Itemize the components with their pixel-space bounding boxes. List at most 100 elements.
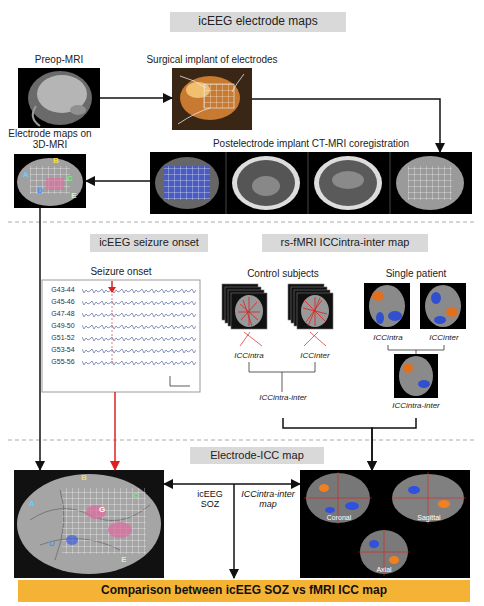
icc-brain-views — [345, 502, 359, 510]
icc-brain-views — [300, 470, 470, 578]
section-band: Electrode-ICC map — [190, 447, 324, 464]
node-text: B — [78, 474, 90, 483]
section-band: icEEG seizure onset — [90, 234, 208, 252]
control-fmri-stack — [235, 295, 263, 327]
node-text: G49-50 — [44, 322, 82, 330]
electrode-icc-overlay — [14, 470, 164, 578]
surgery-photo: Surgical implant of electrodes — [172, 68, 252, 130]
control-fmri: Control subjectsICCintraICCinterICCintra… — [218, 282, 348, 418]
coregistration-images — [164, 166, 210, 200]
icc-brain-views — [325, 507, 335, 513]
flow-arrow — [164, 483, 300, 485]
icc-brain-views — [438, 500, 450, 508]
node-text: ICCinter — [284, 352, 346, 361]
node-text: ICCintra — [360, 334, 416, 343]
eeg-trace — [112, 290, 113, 366]
node-text: A — [20, 171, 32, 180]
node-text: Single patient — [360, 268, 472, 279]
annotation-label: ICCintra-inter map — [238, 490, 298, 510]
patient-fmri-images — [403, 363, 413, 373]
coregistration-images — [150, 152, 472, 214]
node-text: G53-54 — [44, 346, 82, 354]
patient-fmri-images — [434, 316, 446, 324]
flow-arrow — [252, 99, 440, 152]
patient-fmri-images — [446, 307, 458, 317]
mri-image: Preop-MRI — [18, 68, 100, 128]
node-text: Preop-MRI — [13, 54, 105, 65]
node-text: ICCintra-inter — [238, 394, 328, 403]
eeg-trace — [82, 323, 196, 329]
control-fmri-stack — [222, 284, 333, 392]
eeg-trace — [111, 281, 113, 288]
eeg-trace — [42, 280, 200, 392]
node-text: Control subjects — [218, 268, 348, 279]
coregistration-images — [232, 156, 300, 210]
node-text: icEEG electrode maps — [170, 15, 346, 28]
eeg-trace: Seizure onsetG43-44G45-46G47-48G49-50G51… — [42, 280, 200, 392]
preop-mri-image — [28, 71, 92, 125]
node-text: Electrode maps on 3D-MRI — [8, 128, 92, 150]
node-text: ICCintra — [218, 352, 280, 361]
electrode-icc-map: B A C D E G — [14, 470, 164, 578]
node-text: C — [130, 492, 142, 501]
eeg-trace — [42, 280, 200, 392]
electrode-icc-overlay — [108, 522, 132, 538]
icc-brain-views — [369, 540, 379, 548]
eeg-trace — [82, 335, 196, 341]
flow-arrow — [86, 180, 150, 182]
node-text: icEEG seizure onset — [90, 236, 208, 248]
coregistration-images — [396, 156, 464, 210]
node-text: G — [96, 506, 108, 515]
patient-fmri-images — [388, 345, 444, 354]
section-divider — [8, 222, 476, 223]
node-text: D — [46, 540, 58, 549]
electrode-icc-overlay — [17, 474, 161, 574]
node-text: B — [50, 157, 62, 166]
icc-brain-views — [392, 472, 466, 524]
node-text: E — [118, 556, 130, 565]
coregistration-images — [408, 166, 452, 200]
electrode-map-image — [46, 178, 64, 190]
node-text: ICCintra-inter — [376, 402, 456, 411]
surgery-photo — [180, 76, 240, 120]
preop-mri-image — [70, 105, 86, 115]
coregistration-images — [314, 156, 382, 210]
patient-fmri-images — [418, 380, 430, 388]
electrode-icc-overlay — [62, 488, 146, 554]
node-text: G55-56 — [44, 358, 82, 366]
flow-arrow — [283, 418, 372, 470]
result-arrow — [233, 484, 235, 578]
surgery-photo — [172, 68, 252, 130]
eeg-trace — [82, 347, 196, 353]
annotation-label: icEEG SOZ — [190, 490, 230, 510]
electrode-map-image — [14, 154, 86, 208]
node-text: A — [26, 500, 38, 509]
patient-fmri-images — [372, 291, 384, 301]
node-text: Comparison between icEEG SOZ vs fMRI ICC… — [18, 584, 470, 597]
control-fmri-stack — [240, 332, 326, 346]
electrode-icc-overlay — [66, 535, 78, 545]
eeg-trace — [82, 299, 196, 305]
section-divider — [8, 440, 476, 441]
control-fmri-stack — [301, 295, 329, 327]
electrode-map-image — [30, 166, 70, 194]
node-text: Postelectrode implant CT-MRI coregistrat… — [150, 138, 472, 149]
node-text: G43-44 — [44, 286, 82, 294]
flow-arrow — [100, 97, 172, 99]
patient-fmri-images — [369, 285, 405, 327]
preop-mri-image — [33, 106, 40, 126]
eeg-trace — [82, 287, 196, 293]
control-fmri-stack — [297, 293, 333, 329]
node-text: Axial — [344, 566, 424, 574]
patient-fmri-images — [431, 292, 441, 304]
electrode-map-image — [14, 154, 86, 208]
node-text: Seizure onset — [62, 266, 180, 277]
coregistration-images — [252, 176, 280, 196]
node-text: E — [68, 192, 80, 201]
preop-mri-image — [18, 68, 100, 128]
surgery-photo — [178, 74, 244, 124]
eeg-trace — [82, 359, 196, 365]
coregistration-images — [155, 157, 219, 209]
